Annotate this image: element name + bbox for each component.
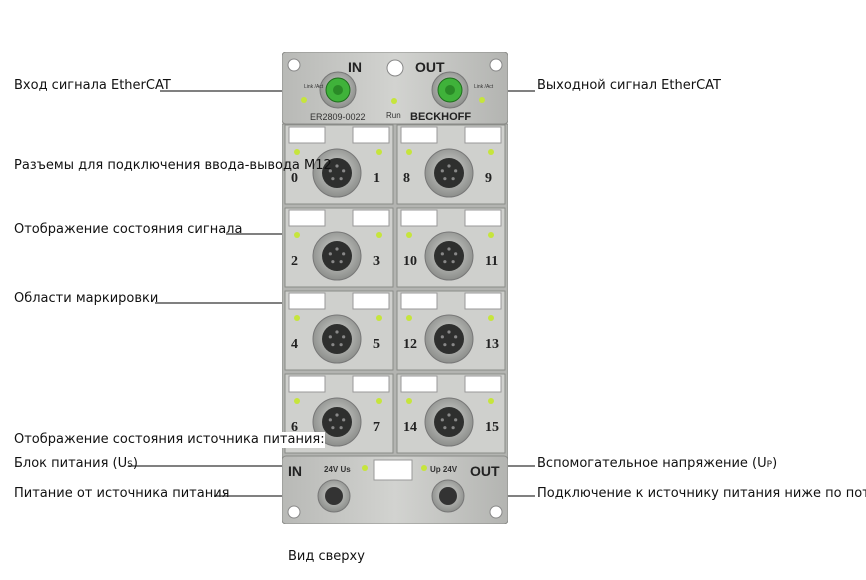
link-act-in-text: Link /Act: [304, 84, 324, 90]
channel-number: 9: [485, 171, 492, 186]
model-label: ER2809-0022: [310, 112, 366, 122]
marking-area: [352, 375, 390, 393]
label-signal-status: Отображение состояния сигнала: [14, 222, 243, 237]
channel-number: 3: [373, 254, 380, 269]
link-out-led: [479, 97, 485, 103]
power-marking-area: [373, 459, 413, 481]
label-power-status-heading: Отображение состояния источника питания:: [14, 432, 325, 448]
signal-status-led: [294, 398, 300, 404]
signal-status-led: [376, 315, 382, 321]
signal-status-led: [376, 398, 382, 404]
io-module-device: IN OUT Link /Act Link /Act Run ER2809-00…: [282, 52, 508, 524]
ethercat-in-connector: [319, 71, 357, 109]
run-label: Run: [386, 111, 401, 120]
channel-number: 1: [373, 171, 380, 186]
marking-area: [464, 375, 502, 393]
run-led: [391, 98, 397, 104]
channel-number: 10: [403, 254, 417, 269]
brand-label: BECKHOFF: [410, 111, 471, 123]
signal-status-led: [406, 149, 412, 155]
signal-status-led: [406, 232, 412, 238]
label-power-us: Блок питания (US): [14, 456, 138, 471]
up-led: [421, 465, 427, 471]
label-ethercat-in: Вход сигнала EtherCAT: [14, 78, 171, 93]
channel-number: 12: [403, 337, 417, 352]
link-in-led: [301, 97, 307, 103]
device-in-label: IN: [348, 59, 362, 75]
signal-status-led: [294, 232, 300, 238]
channel-number: 6: [291, 420, 298, 435]
signal-status-led: [488, 149, 494, 155]
label-m12-connectors: Разъемы для подключения ввода-вывода M12: [14, 158, 332, 173]
channel-number: 7: [373, 420, 380, 435]
label-ethercat-out: Выходной сигнал EtherCAT: [537, 78, 721, 93]
channel-number: 0: [291, 171, 298, 186]
marking-area: [288, 209, 326, 227]
signal-status-led: [488, 398, 494, 404]
caption-top-view: Вид сверху: [288, 549, 365, 564]
channel-number: 8: [403, 171, 410, 186]
signal-status-led: [488, 315, 494, 321]
channel-number: 2: [291, 254, 298, 269]
us-led: [362, 465, 368, 471]
label-power-feed: Питание от источника питания: [14, 486, 230, 501]
label-aux-voltage: Вспомогательное напряжение (UP): [537, 456, 778, 471]
power-out-label: OUT: [470, 463, 500, 479]
power-in-label: IN: [288, 463, 302, 479]
signal-status-led: [376, 149, 382, 155]
marking-area: [288, 292, 326, 310]
ethercat-out-connector: [431, 71, 469, 109]
channel-block: 10 11: [396, 207, 506, 288]
marking-area: [464, 209, 502, 227]
link-act-out-text: Link /Act: [474, 84, 494, 90]
power-out-connector: [431, 479, 465, 513]
marking-area: [288, 375, 326, 393]
marking-area: [400, 126, 438, 144]
power-in-connector: [317, 479, 351, 513]
channel-number: 13: [485, 337, 499, 352]
channel-block: 14 15: [396, 373, 506, 454]
us-label: 24V Us: [324, 465, 351, 474]
device-out-label: OUT: [415, 59, 445, 75]
label-marking-areas: Области маркировки: [14, 291, 159, 306]
marking-area: [464, 292, 502, 310]
signal-status-led: [294, 149, 300, 155]
marking-area: [400, 375, 438, 393]
marking-area: [352, 126, 390, 144]
channel-number: 4: [291, 337, 298, 352]
signal-status-led: [376, 232, 382, 238]
channel-block: 12 13: [396, 290, 506, 371]
signal-status-led: [488, 232, 494, 238]
up-label: Up 24V: [430, 465, 458, 474]
marking-area: [352, 292, 390, 310]
marking-area: [464, 126, 502, 144]
channel-number: 14: [403, 420, 417, 435]
channel-number: 5: [373, 337, 380, 352]
signal-status-led: [294, 315, 300, 321]
marking-area: [352, 209, 390, 227]
signal-status-led: [406, 398, 412, 404]
channel-number: 15: [485, 420, 499, 435]
marking-area: [400, 292, 438, 310]
channel-number: 11: [485, 254, 498, 269]
label-power-downstream: Подключение к источнику питания ниже по …: [537, 486, 866, 501]
marking-area: [400, 209, 438, 227]
marking-area: [288, 126, 326, 144]
signal-status-led: [406, 315, 412, 321]
